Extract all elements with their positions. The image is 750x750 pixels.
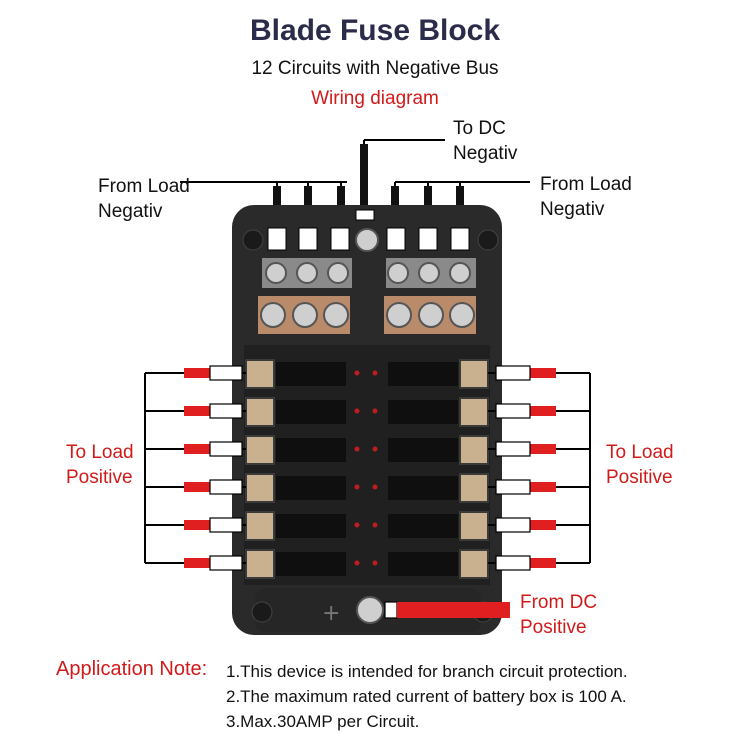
label-from-dc-positive: From DC Positive (520, 592, 598, 638)
wiring-diagram-label: Wiring diagram (311, 88, 439, 109)
negative-bus-terminals (258, 209, 476, 334)
application-note-heading: Application Note: (56, 658, 208, 680)
application-note-item: 2.The maximum rated current of battery b… (226, 687, 627, 706)
label-to-dc-negative: To DC Negativ (453, 118, 518, 164)
application-note-item: 1.This device is intended for branch cir… (226, 662, 628, 681)
diagram-title: Blade Fuse Block (249, 14, 501, 47)
label-from-load-negative-right: From Load Negativ (540, 174, 632, 220)
right-positive-wires (488, 365, 591, 571)
label-from-load-negative-left: From Load Negativ (98, 176, 190, 222)
left-positive-wires (144, 365, 246, 571)
label-to-load-positive-right: To Load Positive (606, 442, 674, 488)
label-to-load-positive-left: To Load Positive (66, 442, 134, 488)
svg-text:+: + (322, 601, 340, 626)
diagram-subtitle: 12 Circuits with Negative Bus (251, 58, 499, 79)
application-note-item: 3.Max.30AMP per Circuit. (226, 712, 420, 731)
dc-positive-input (356, 596, 510, 624)
